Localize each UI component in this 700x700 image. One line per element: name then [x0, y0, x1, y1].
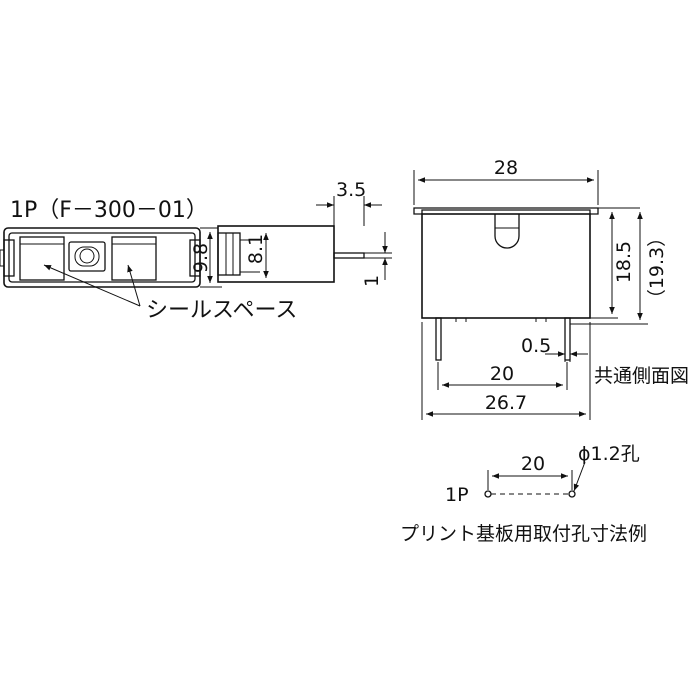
dim-18-5-label: 18.5: [613, 241, 635, 283]
dim-8-1-label: 8.1: [245, 234, 267, 264]
common-side-view-label: 共通側面図: [594, 365, 689, 387]
pcb-20-label: 20: [521, 453, 545, 475]
dim-19-3-label: （19.3）: [646, 228, 668, 308]
dim-1-label: 1: [361, 275, 383, 287]
dim-0-5-label: 0.5: [521, 335, 551, 357]
common-side-view: 28 18.5 （19.3） 0.5 20 26.7: [413, 157, 668, 420]
seal-window-left: [19, 236, 65, 281]
hole-diameter-label: ϕ1.2孔: [578, 443, 640, 465]
dim-3-5-label: 3.5: [336, 179, 366, 201]
pcb-hole-left: [484, 490, 492, 498]
pcb-caption: プリント基板用取付孔寸法例: [400, 523, 647, 545]
dim-9-8-label: 9.8: [190, 243, 212, 273]
pcb-hole-pattern: [484, 461, 586, 498]
dim-26-7-label: 26.7: [485, 392, 527, 414]
small-side-view: 8.1 3.5 1: [217, 179, 392, 287]
pcb-hole-right: [568, 490, 576, 498]
front-view: 9.8: [0, 227, 222, 288]
pcb-1p-label: 1P: [445, 484, 469, 506]
seal-space-label: シールスペース: [146, 298, 297, 323]
model-label: 1P（F－300－01）: [10, 198, 208, 223]
dim-20-label: 20: [490, 363, 514, 385]
seal-window-right: [111, 236, 157, 281]
dim-28-label: 28: [494, 157, 518, 179]
seal-space-leaders: [43, 264, 141, 307]
